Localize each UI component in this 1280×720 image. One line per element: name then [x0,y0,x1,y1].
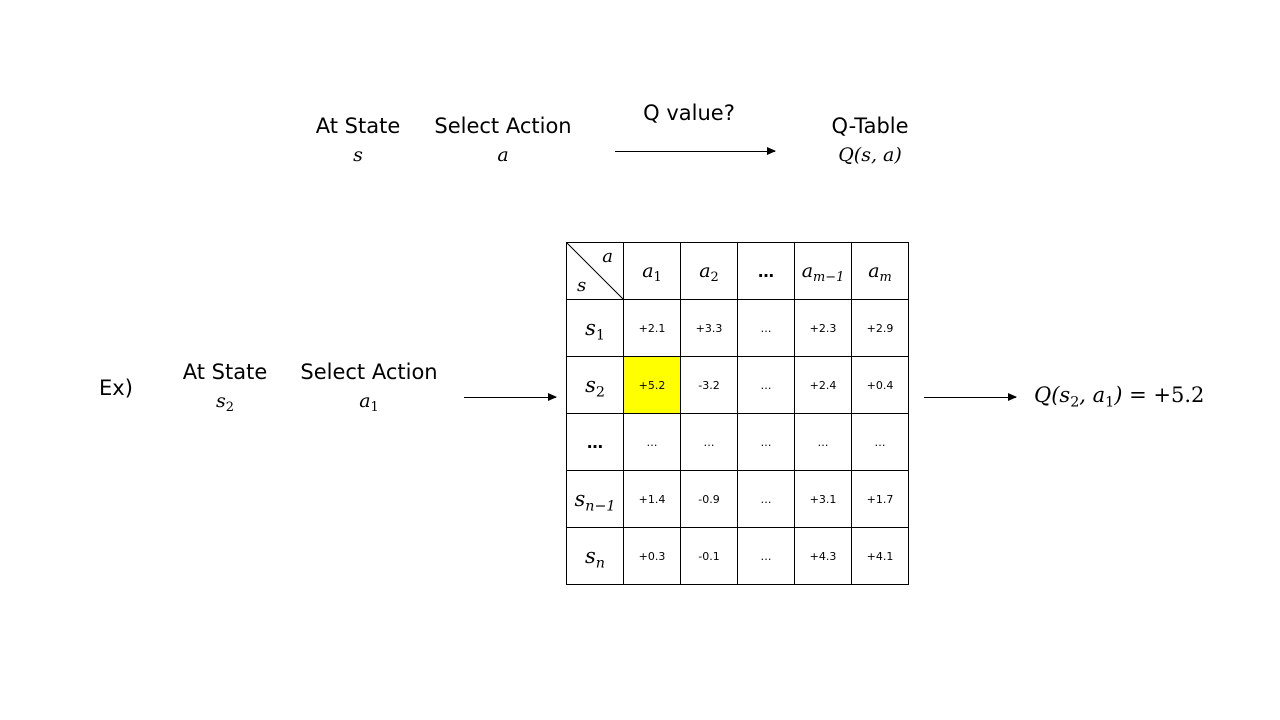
table-cell: … [680,413,738,471]
table-cell: +3.1 [794,470,852,528]
arrow-caption: Q value? [643,101,735,125]
table-cell: +1.7 [851,470,909,528]
table-cell: +4.3 [794,527,852,585]
qtable-expr: Q(s, a) [838,144,902,166]
example-left-arrow-icon [464,393,557,401]
top-state-symbol: s [353,144,363,166]
example-prefix: Ex) [99,376,133,400]
table-row: sn−1 +1.4 -0.9 … +3.1 +1.7 [566,470,909,528]
table-cell: … [737,356,795,414]
result-expression: Q(s2, a1) = +5.2 [1034,383,1205,411]
table-row: … … … … … … [566,413,909,471]
table-cell: +0.4 [851,356,909,414]
row-header: … [566,413,624,471]
top-action-symbol: a [497,144,509,166]
example-state-symbol: s2 [216,390,234,415]
row-header: s2 [566,356,624,414]
table-cell: … [851,413,909,471]
top-at-state-label: At State [315,114,401,138]
table-cell: -3.2 [680,356,738,414]
table-cell: +2.9 [851,299,909,357]
top-arrow-icon [615,147,776,155]
row-header: s1 [566,299,624,357]
qtable-label: Q-Table [831,114,909,138]
table-cell: … [737,413,795,471]
table-row: s2 +5.2 -3.2 … +2.4 +0.4 [566,356,909,414]
column-header: a2 [680,242,738,300]
q-table-corner: a s [566,242,624,300]
table-row: s1 +2.1 +3.3 … +2.3 +2.9 [566,299,909,357]
corner-action-label: a [602,246,613,267]
table-cell: … [737,470,795,528]
column-header: am−1 [794,242,852,300]
table-cell: -0.1 [680,527,738,585]
table-cell: +2.1 [623,299,681,357]
q-table-header-row: a s a1 a2 … am−1 am [566,242,909,300]
table-cell: +2.4 [794,356,852,414]
table-cell: … [737,299,795,357]
example-select-action-label: Select Action [300,360,438,384]
table-cell: +0.3 [623,527,681,585]
table-cell: +1.4 [623,470,681,528]
highlighted-cell: +5.2 [623,356,681,414]
row-header: sn [566,527,624,585]
example-right-arrow-icon [924,393,1017,401]
table-cell: … [794,413,852,471]
table-cell: … [737,527,795,585]
table-cell: -0.9 [680,470,738,528]
column-header: a1 [623,242,681,300]
table-cell: +3.3 [680,299,738,357]
example-action-symbol: a1 [359,390,379,415]
column-header: … [737,242,795,300]
table-cell: … [623,413,681,471]
example-at-state-label: At State [182,360,268,384]
q-table: a s a1 a2 … am−1 am s1 +2.1 +3.3 … +2.3 … [566,242,909,585]
corner-diagonal [567,243,624,300]
table-cell: +4.1 [851,527,909,585]
corner-state-label: s [577,275,587,296]
top-select-action-label: Select Action [434,114,572,138]
row-header: sn−1 [566,470,624,528]
table-row: sn +0.3 -0.1 … +4.3 +4.1 [566,527,909,585]
column-header: am [851,242,909,300]
table-cell: +2.3 [794,299,852,357]
